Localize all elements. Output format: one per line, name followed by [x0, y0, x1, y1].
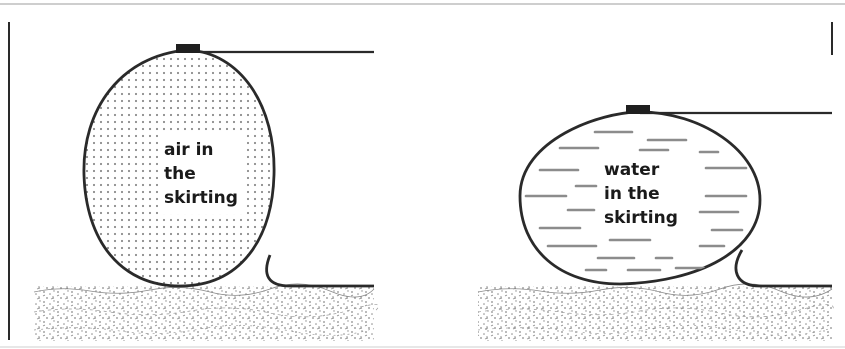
air-label-line-2: the [164, 164, 196, 184]
air-in-skirting-label: air in the skirting [158, 134, 244, 214]
water-label-line-1: water [604, 160, 660, 180]
water-in-skirting-label: water in the skirting [598, 154, 684, 234]
water-label-line-2: in the [604, 184, 660, 204]
right-ground [477, 283, 834, 341]
water-label-line-3: skirting [604, 208, 678, 228]
air-label-line-3: skirting [164, 188, 238, 208]
valve-cap-left [176, 44, 200, 53]
valve-cap-right [626, 105, 650, 114]
air-label-line-1: air in [164, 140, 214, 160]
frame [0, 3, 845, 348]
left-ground [33, 283, 379, 341]
